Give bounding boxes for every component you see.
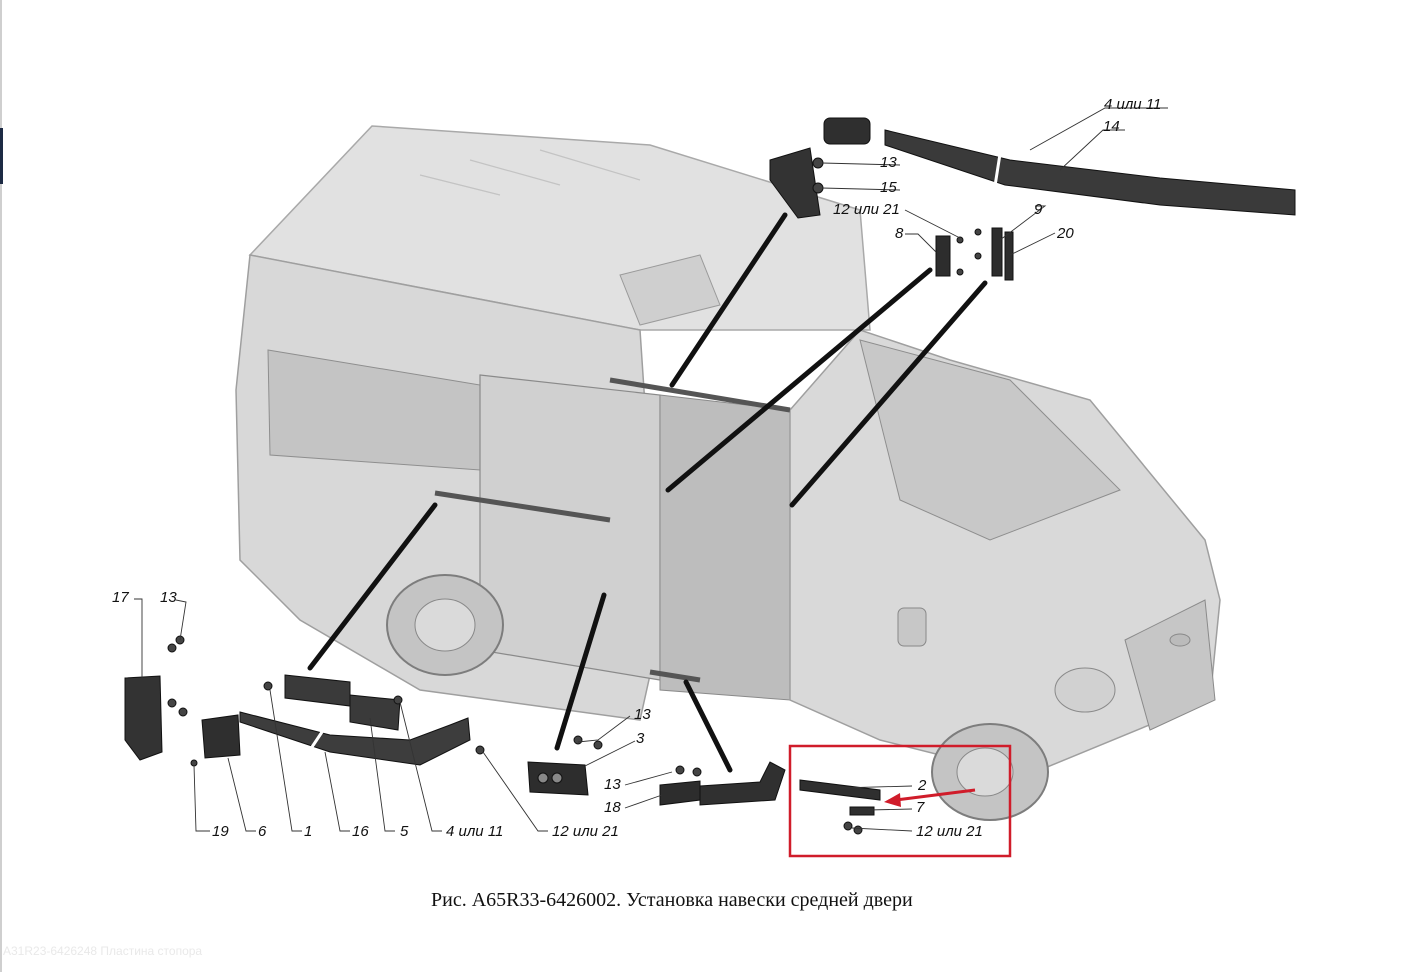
label-13-top: 13: [880, 154, 897, 171]
label-16: 16: [352, 823, 369, 840]
label-17: 17: [112, 589, 129, 606]
part-labels: 4 или 11 14 13 15 12 или 21 9 8 20 17 13…: [112, 96, 1161, 840]
highlight-box: [788, 744, 1012, 858]
highlight-arrow: [884, 788, 976, 807]
block-6: [201, 714, 241, 759]
label-2: 2: [917, 777, 927, 794]
bracket-9: [991, 227, 1003, 277]
part-18: [659, 780, 701, 806]
plate-1: [284, 674, 351, 707]
bracket-8: [935, 235, 951, 277]
label-18: 18: [604, 799, 621, 816]
label-12-or-21-top: 12 или 21: [833, 201, 900, 218]
arm-lower: [699, 761, 786, 806]
label-4-or-11-bottom: 4 или 11: [446, 823, 503, 840]
part-7: [849, 806, 875, 816]
roller-upper: [769, 147, 821, 219]
label-19: 19: [212, 823, 229, 840]
label-7: 7: [916, 799, 925, 816]
assembly-lines: [307, 212, 988, 773]
van-illustration: [235, 125, 1221, 821]
label-13-mid: 13: [634, 706, 651, 723]
label-12-or-21-box: 12 или 21: [916, 823, 983, 840]
label-13-left: 13: [160, 589, 177, 606]
figure-caption: Рис. А65R33-6426002. Установка навески с…: [431, 889, 913, 911]
label-15: 15: [880, 179, 897, 196]
page-edge-marker: [0, 128, 3, 184]
label-12-or-21-bottom: 12 или 21: [552, 823, 619, 840]
leader-lines: [134, 107, 1168, 832]
label-20: 20: [1056, 225, 1074, 242]
plate-5: [349, 694, 401, 731]
roller-left: [124, 675, 163, 761]
label-8: 8: [895, 225, 904, 242]
label-5: 5: [400, 823, 409, 840]
label-3: 3: [636, 730, 645, 747]
label-13-low: 13: [604, 776, 621, 793]
label-4-or-11-top: 4 или 11: [1104, 96, 1161, 113]
label-1: 1: [304, 823, 312, 840]
label-14: 14: [1103, 118, 1120, 135]
part-2: [799, 779, 881, 801]
label-6: 6: [258, 823, 267, 840]
watermark: A31R23-6426248 Пластина стопора: [3, 944, 202, 958]
rail-top: [884, 129, 1296, 216]
label-9: 9: [1034, 201, 1043, 218]
bracket-20: [1004, 231, 1014, 281]
page-edge: [0, 0, 2, 972]
